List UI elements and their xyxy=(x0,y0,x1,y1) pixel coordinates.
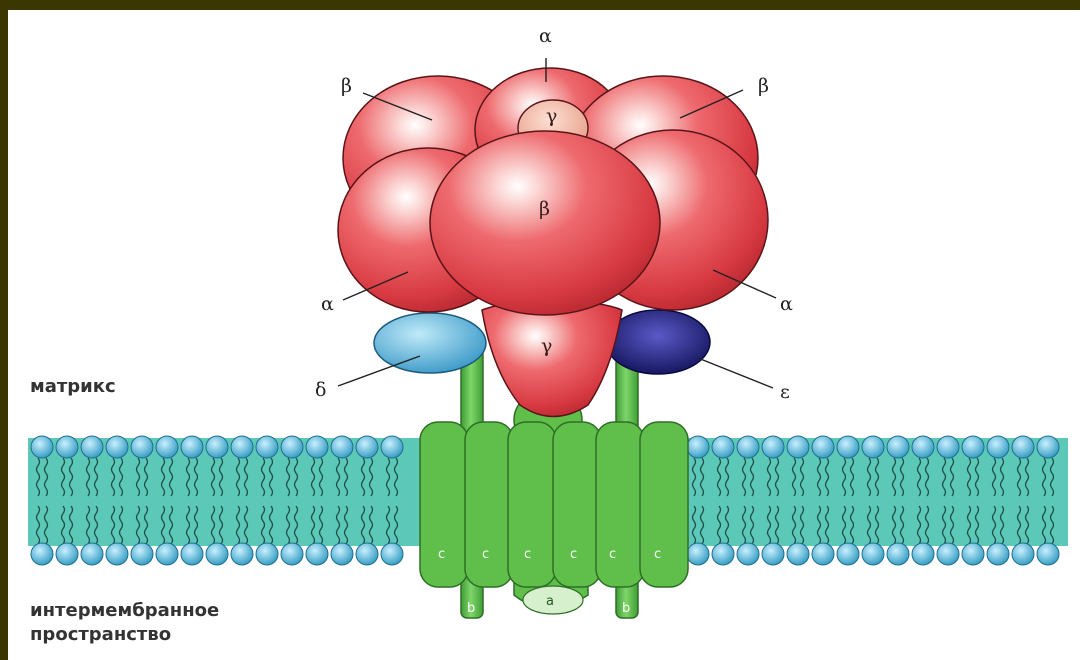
c-label-4: c xyxy=(570,547,577,562)
lipid-head xyxy=(56,436,78,458)
lipid-head xyxy=(687,543,709,565)
lipid-head xyxy=(306,543,328,565)
lipid-head xyxy=(862,436,884,458)
lipid-head xyxy=(106,436,128,458)
c-label-1: c xyxy=(438,547,445,562)
lipid-head xyxy=(937,543,959,565)
lipid-head xyxy=(962,543,984,565)
lipid-head xyxy=(762,543,784,565)
lipid-head xyxy=(31,436,53,458)
lipid-head xyxy=(56,543,78,565)
lipid-head xyxy=(81,543,103,565)
subunit-gamma-bottom xyxy=(482,302,622,417)
lipid-head xyxy=(787,543,809,565)
lipid-head xyxy=(987,436,1009,458)
lipid-head xyxy=(131,436,153,458)
label-epsilon: ε xyxy=(780,381,790,403)
subunit-epsilon xyxy=(606,310,710,374)
label-alpha-top: α xyxy=(539,25,552,47)
subunit-b-right-label: b xyxy=(622,601,630,616)
diagram-canvas: a b b c c c c c c γ β γ xyxy=(8,10,1080,660)
subunit-a-label: a xyxy=(546,594,554,609)
lipid-head xyxy=(712,543,734,565)
label-beta-left: β xyxy=(341,75,352,97)
lipid-head xyxy=(737,543,759,565)
lipid-head xyxy=(1012,436,1034,458)
label-intermembrane-1: интермембранное xyxy=(30,600,219,621)
lipid-head xyxy=(1012,543,1034,565)
lipid-head xyxy=(206,436,228,458)
label-gamma-top: γ xyxy=(546,105,557,127)
lipid-head xyxy=(837,543,859,565)
c-label-2: c xyxy=(482,547,489,562)
label-beta-front: β xyxy=(539,198,550,220)
lipid-head xyxy=(156,436,178,458)
lipid-head xyxy=(231,543,253,565)
lipid-head xyxy=(81,436,103,458)
lipid-head xyxy=(206,543,228,565)
lipid-head xyxy=(912,543,934,565)
lipid-head xyxy=(281,436,303,458)
lipid-head xyxy=(887,543,909,565)
label-matrix: матрикс xyxy=(30,376,116,397)
lipid-head xyxy=(256,543,278,565)
lipid-head xyxy=(687,436,709,458)
lipid-head xyxy=(306,436,328,458)
lipid-head xyxy=(962,436,984,458)
lipid-head xyxy=(231,436,253,458)
c-label-3: c xyxy=(524,547,531,562)
lipid-head xyxy=(1037,543,1059,565)
label-gamma-bottom: γ xyxy=(541,335,552,357)
lipid-head xyxy=(331,436,353,458)
lipid-head xyxy=(181,436,203,458)
lipid-head xyxy=(837,436,859,458)
lipid-head xyxy=(1037,436,1059,458)
lipid-head xyxy=(331,543,353,565)
lipid-head xyxy=(156,543,178,565)
c-label-6: c xyxy=(654,547,661,562)
lipid-head xyxy=(937,436,959,458)
subunit-beta-front xyxy=(430,131,660,315)
lipid-head xyxy=(787,436,809,458)
lipid-head xyxy=(987,543,1009,565)
subunit-delta xyxy=(374,313,486,373)
atp-synthase-diagram: a b b c c c c c c γ β γ xyxy=(8,10,1080,660)
lipid-head xyxy=(812,543,834,565)
lipid-head xyxy=(862,543,884,565)
lipid-head xyxy=(381,543,403,565)
lipid-head xyxy=(356,436,378,458)
label-delta: δ xyxy=(315,379,326,401)
lipid-head xyxy=(712,436,734,458)
label-beta-right: β xyxy=(758,75,769,97)
lipid-head xyxy=(381,436,403,458)
lipid-head xyxy=(737,436,759,458)
lipid-head xyxy=(762,436,784,458)
subunit-b-left-label: b xyxy=(467,601,475,616)
label-intermembrane-2: пространство xyxy=(30,624,171,645)
lipid-head xyxy=(912,436,934,458)
lipid-head xyxy=(356,543,378,565)
lipid-head xyxy=(131,543,153,565)
c-ring: c c c c c c xyxy=(420,422,688,587)
lipid-head xyxy=(281,543,303,565)
lipid-head xyxy=(31,543,53,565)
lipid-head xyxy=(887,436,909,458)
label-alpha-right: α xyxy=(780,293,793,315)
lipid-head xyxy=(256,436,278,458)
c-label-5: c xyxy=(609,547,616,562)
lipid-head xyxy=(181,543,203,565)
label-alpha-left: α xyxy=(321,293,334,315)
lipid-head xyxy=(812,436,834,458)
lipid-head xyxy=(106,543,128,565)
